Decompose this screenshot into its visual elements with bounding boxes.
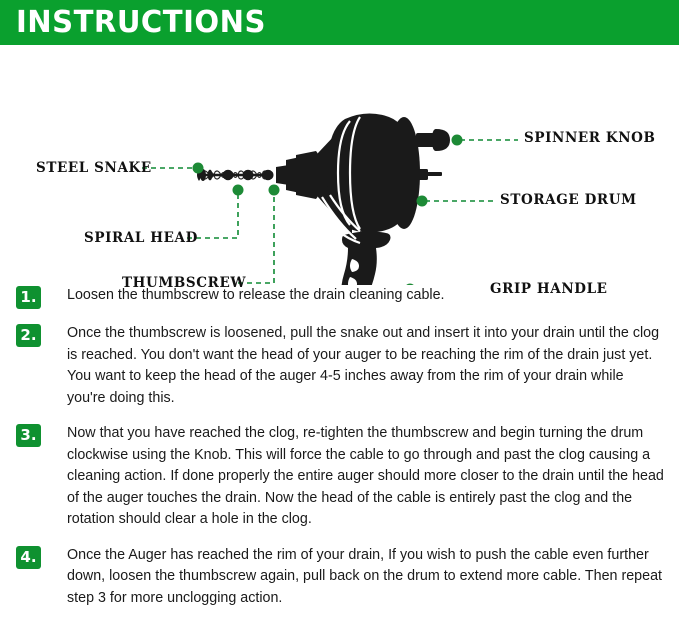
dot-thumbscrew xyxy=(268,184,280,196)
leader-thumbscrew xyxy=(238,192,275,284)
cable-joint-1 xyxy=(222,169,234,181)
step-text: Once the thumbscrew is loosened, pull th… xyxy=(67,325,660,406)
step-number-badge: 2. xyxy=(16,324,41,347)
instruction-step: 4. Once the Auger has reached the rim of… xyxy=(16,545,665,610)
auger-silhouette xyxy=(197,113,450,285)
handle-finger-grooves xyxy=(348,259,359,285)
step-number-badge: 3. xyxy=(16,424,41,447)
grip-handle-body xyxy=(341,231,391,285)
cable-joint-3 xyxy=(262,169,274,181)
instruction-step: 1. Loosen the thumbscrew to release the … xyxy=(16,285,665,309)
drum-thumbscrew-stub xyxy=(416,169,428,180)
drum-highlight-lines xyxy=(321,116,361,245)
callout-label-steel-snake: STEEL SNAKE xyxy=(36,160,152,176)
page-header: INSTRUCTIONS xyxy=(0,0,679,45)
dot-spinner-knob xyxy=(451,134,463,146)
dot-spiral-head xyxy=(232,184,244,196)
step-number-badge: 4. xyxy=(16,545,41,569)
step-text: Loosen the thumbscrew to release the dra… xyxy=(67,287,445,303)
drum-right-cap xyxy=(388,117,420,229)
dot-steel-snake xyxy=(192,162,204,174)
drum-thumbscrew-pin xyxy=(427,172,442,176)
thumbscrew-collar xyxy=(276,165,289,185)
callout-label-storage-drum: STORAGE DRUM xyxy=(500,192,637,208)
dot-storage-drum xyxy=(416,195,428,207)
page-title: INSTRUCTIONS xyxy=(16,4,266,40)
callout-label-spiral-head: SPIRAL HEAD xyxy=(84,230,198,246)
leader-spiral-head xyxy=(187,192,239,239)
drain-auger-diagram: STEEL SNAKE SPIRAL HEAD THUMBSCREW SPINN… xyxy=(0,45,679,296)
callout-label-grip-handle: GRIP HANDLE xyxy=(490,281,608,297)
step-text: Once the Auger has reached the rim of yo… xyxy=(67,546,663,606)
callout-leaders xyxy=(142,139,518,284)
cable-joint-2 xyxy=(242,169,254,181)
instruction-steps-list: 1. Loosen the thumbscrew to release the … xyxy=(0,285,679,609)
nose-cone xyxy=(296,151,322,199)
steel-snake-cable xyxy=(202,170,270,180)
step-number-badge: 1. xyxy=(16,286,41,309)
instruction-step: 3. Now that you have reached the clog, r… xyxy=(16,423,665,531)
callout-label-thumbscrew: THUMBSCREW xyxy=(122,275,247,291)
step-text: Now that you have reached the clog, re-t… xyxy=(67,425,664,527)
callout-dots xyxy=(192,134,463,285)
auger-illustration-svg xyxy=(142,113,518,285)
dot-grip-handle xyxy=(406,283,414,285)
spinner-knob-head xyxy=(432,129,450,151)
instruction-step: 2. Once the thumbscrew is loosened, pull… xyxy=(16,323,665,409)
callout-label-spinner-knob: SPINNER KNOB xyxy=(524,130,656,146)
